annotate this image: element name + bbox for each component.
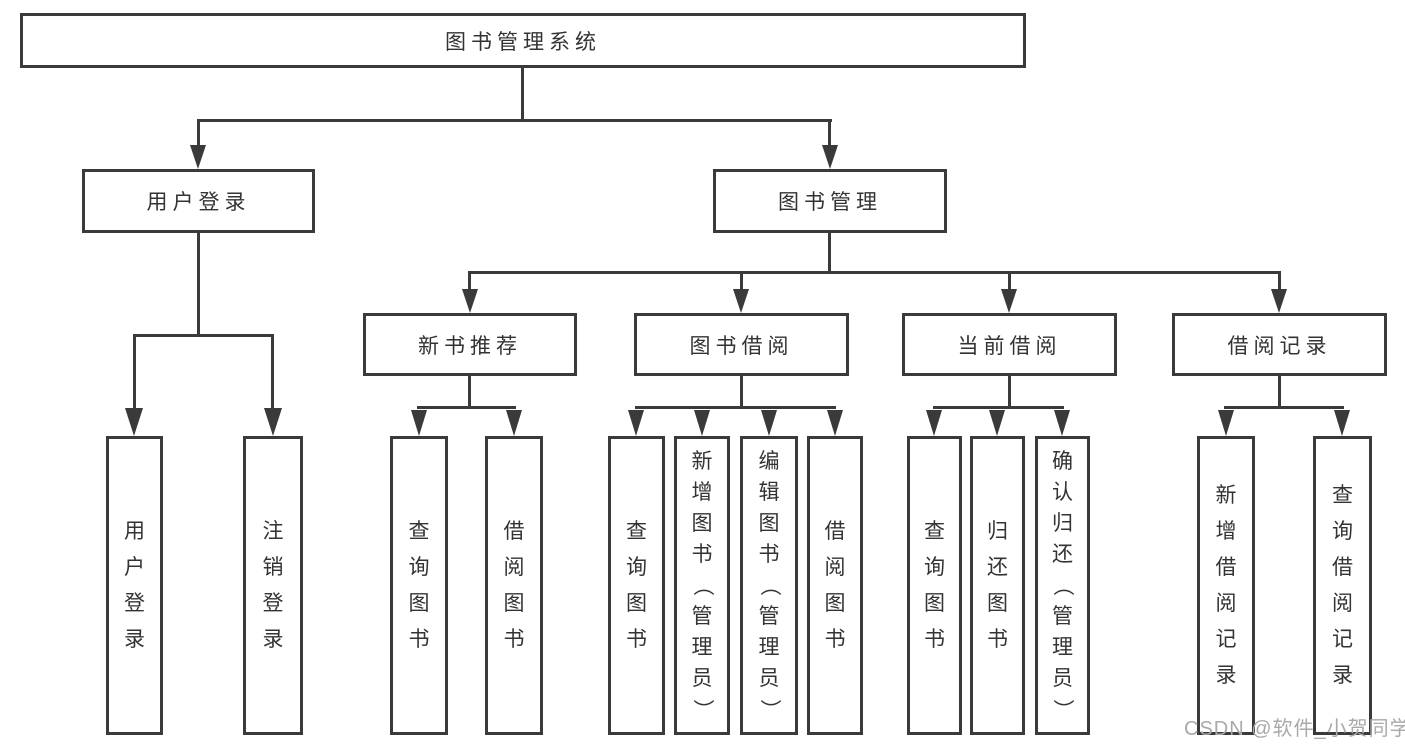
arrowhead-down — [1218, 410, 1234, 436]
arrowhead-down — [264, 408, 282, 436]
arrowhead-down — [1001, 289, 1017, 313]
leaf-query-book-recommend: 查询图书 — [390, 436, 448, 735]
connector-line — [521, 68, 524, 121]
connector-line — [468, 271, 1281, 274]
leaf-query-book-current: 查询图书 — [907, 436, 962, 735]
node-new-book-recommend: 新书推荐 — [363, 313, 577, 376]
leaf-borrow-book-recommend: 借阅图书 — [485, 436, 543, 735]
leaf-query-borrow-record: 查询借阅记录 — [1313, 436, 1372, 735]
leaf-confirm-return-admin: 确认归还（管理员） — [1035, 436, 1090, 735]
connector-line — [133, 334, 136, 410]
connector-line — [1008, 271, 1011, 291]
connector-line — [1278, 376, 1281, 408]
arrowhead-down — [733, 289, 749, 313]
connector-line — [468, 271, 471, 291]
arrowhead-down — [1334, 410, 1350, 436]
leaf-logout: 注销登录 — [243, 436, 303, 735]
node-book-management: 图书管理 — [713, 169, 947, 233]
connector-line — [197, 119, 832, 122]
leaf-add-borrow-record: 新增借阅记录 — [1197, 436, 1255, 735]
arrowhead-down — [1054, 410, 1070, 436]
node-current-borrow: 当前借阅 — [902, 313, 1117, 376]
node-user-login: 用户登录 — [82, 169, 315, 233]
connector-line — [197, 233, 200, 336]
watermark: CSDN @软件_小贺同学 — [1184, 718, 1405, 740]
arrowhead-down — [628, 410, 644, 436]
connector-line — [740, 271, 743, 291]
arrowhead-down — [926, 410, 942, 436]
connector-line — [133, 334, 274, 337]
arrowhead-down — [1271, 289, 1287, 313]
connector-line — [1008, 376, 1011, 408]
leaf-add-book-admin: 新增图书（管理员） — [674, 436, 730, 735]
arrowhead-down — [822, 145, 838, 169]
arrowhead-down — [989, 410, 1005, 436]
node-root: 图书管理系统 — [20, 13, 1026, 68]
arrowhead-down — [506, 410, 522, 436]
connector-line — [271, 334, 274, 410]
connector-line — [933, 406, 1064, 409]
leaf-borrow-book-borrow: 借阅图书 — [807, 436, 863, 735]
arrowhead-down — [694, 410, 710, 436]
connector-line — [1224, 406, 1344, 409]
connector-line — [1278, 271, 1281, 291]
arrowhead-down — [411, 410, 427, 436]
arrowhead-down — [761, 410, 777, 436]
arrowhead-down — [827, 410, 843, 436]
leaf-edit-book-admin: 编辑图书（管理员） — [740, 436, 798, 735]
node-borrow-records: 借阅记录 — [1172, 313, 1387, 376]
connector-line — [635, 406, 836, 409]
node-book-borrow: 图书借阅 — [634, 313, 849, 376]
connector-line — [740, 376, 743, 408]
arrowhead-down — [462, 289, 478, 313]
connector-line — [197, 119, 200, 147]
connector-line — [828, 233, 831, 273]
arrowhead-down — [190, 145, 206, 169]
leaf-return-book: 归还图书 — [970, 436, 1025, 735]
leaf-query-book-borrow: 查询图书 — [608, 436, 665, 735]
connector-line — [417, 406, 516, 409]
arrowhead-down — [125, 408, 143, 436]
connector-line — [828, 119, 831, 147]
leaf-user-login: 用户登录 — [106, 436, 163, 735]
connector-line — [468, 376, 471, 408]
